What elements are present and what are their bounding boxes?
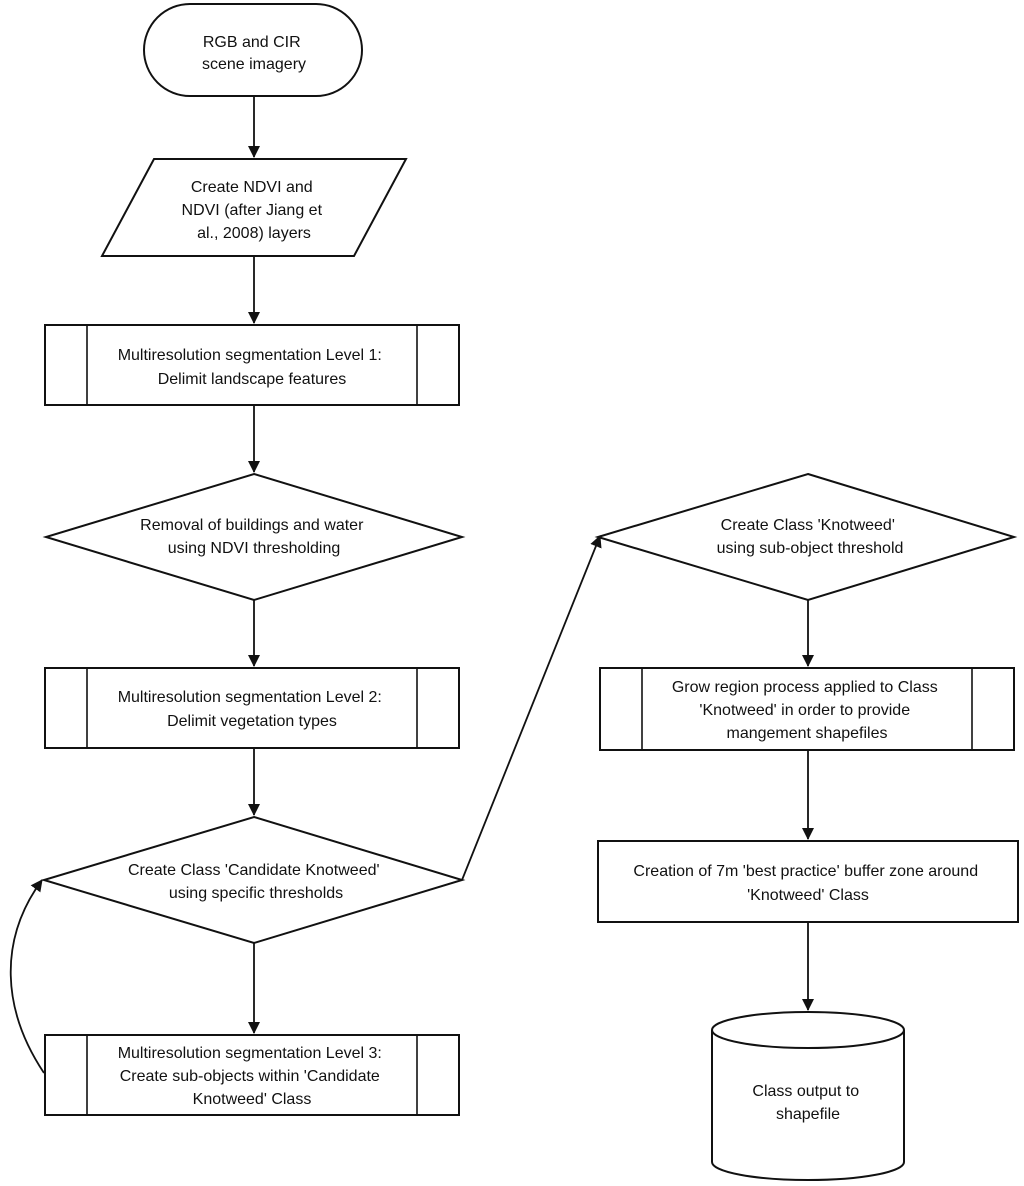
node-input-terminator: RGB and CIR scene imagery <box>143 3 363 97</box>
node-removal-label: Removal of buildings and water using NDV… <box>140 517 368 557</box>
edge-seg3-loop-to-candidate <box>9 879 45 1074</box>
node-seg3-predefined-process: Multiresolution segmentation Level 3: Cr… <box>44 1034 460 1116</box>
node-ndvi-label: Create NDVI and NDVI (after Jiang et al.… <box>182 179 327 242</box>
node-seg1-predefined-process: Multiresolution segmentation Level 1: De… <box>44 324 460 406</box>
node-grow-predefined-process: Grow region process applied to Class 'Kn… <box>599 667 1015 751</box>
node-candidate-decision: Create Class 'Candidate Knotweed' using … <box>40 815 466 945</box>
node-output-label: Class output to shapefile <box>752 1083 863 1123</box>
node-seg2-label: Multiresolution segmentation Level 2: De… <box>118 689 387 730</box>
node-buffer-process: Creation of 7m 'best practice' buffer zo… <box>597 840 1019 923</box>
node-grow-label: Grow region process applied to Class 'Kn… <box>672 679 942 742</box>
edge-candidate-to-knotweed <box>461 535 602 881</box>
node-removal-decision: Removal of buildings and water using NDV… <box>42 472 466 602</box>
node-candidate-label: Create Class 'Candidate Knotweed' using … <box>128 862 384 902</box>
node-seg3-label: Multiresolution segmentation Level 3: Cr… <box>118 1045 387 1108</box>
edges <box>9 97 814 1074</box>
node-input-label: RGB and CIR scene imagery <box>202 34 306 73</box>
node-seg1-label: Multiresolution segmentation Level 1: De… <box>118 347 387 388</box>
node-output-database: Class output to shapefile <box>711 1011 905 1181</box>
node-knotweed-label: Create Class 'Knotweed' using sub-object… <box>717 517 904 557</box>
node-buffer-label: Creation of 7m 'best practice' buffer zo… <box>633 863 982 904</box>
node-seg2-predefined-process: Multiresolution segmentation Level 2: De… <box>44 667 460 749</box>
node-knotweed-decision: Create Class 'Knotweed' using sub-object… <box>594 472 1018 602</box>
node-ndvi-parallelogram: Create NDVI and NDVI (after Jiang et al.… <box>100 158 408 257</box>
